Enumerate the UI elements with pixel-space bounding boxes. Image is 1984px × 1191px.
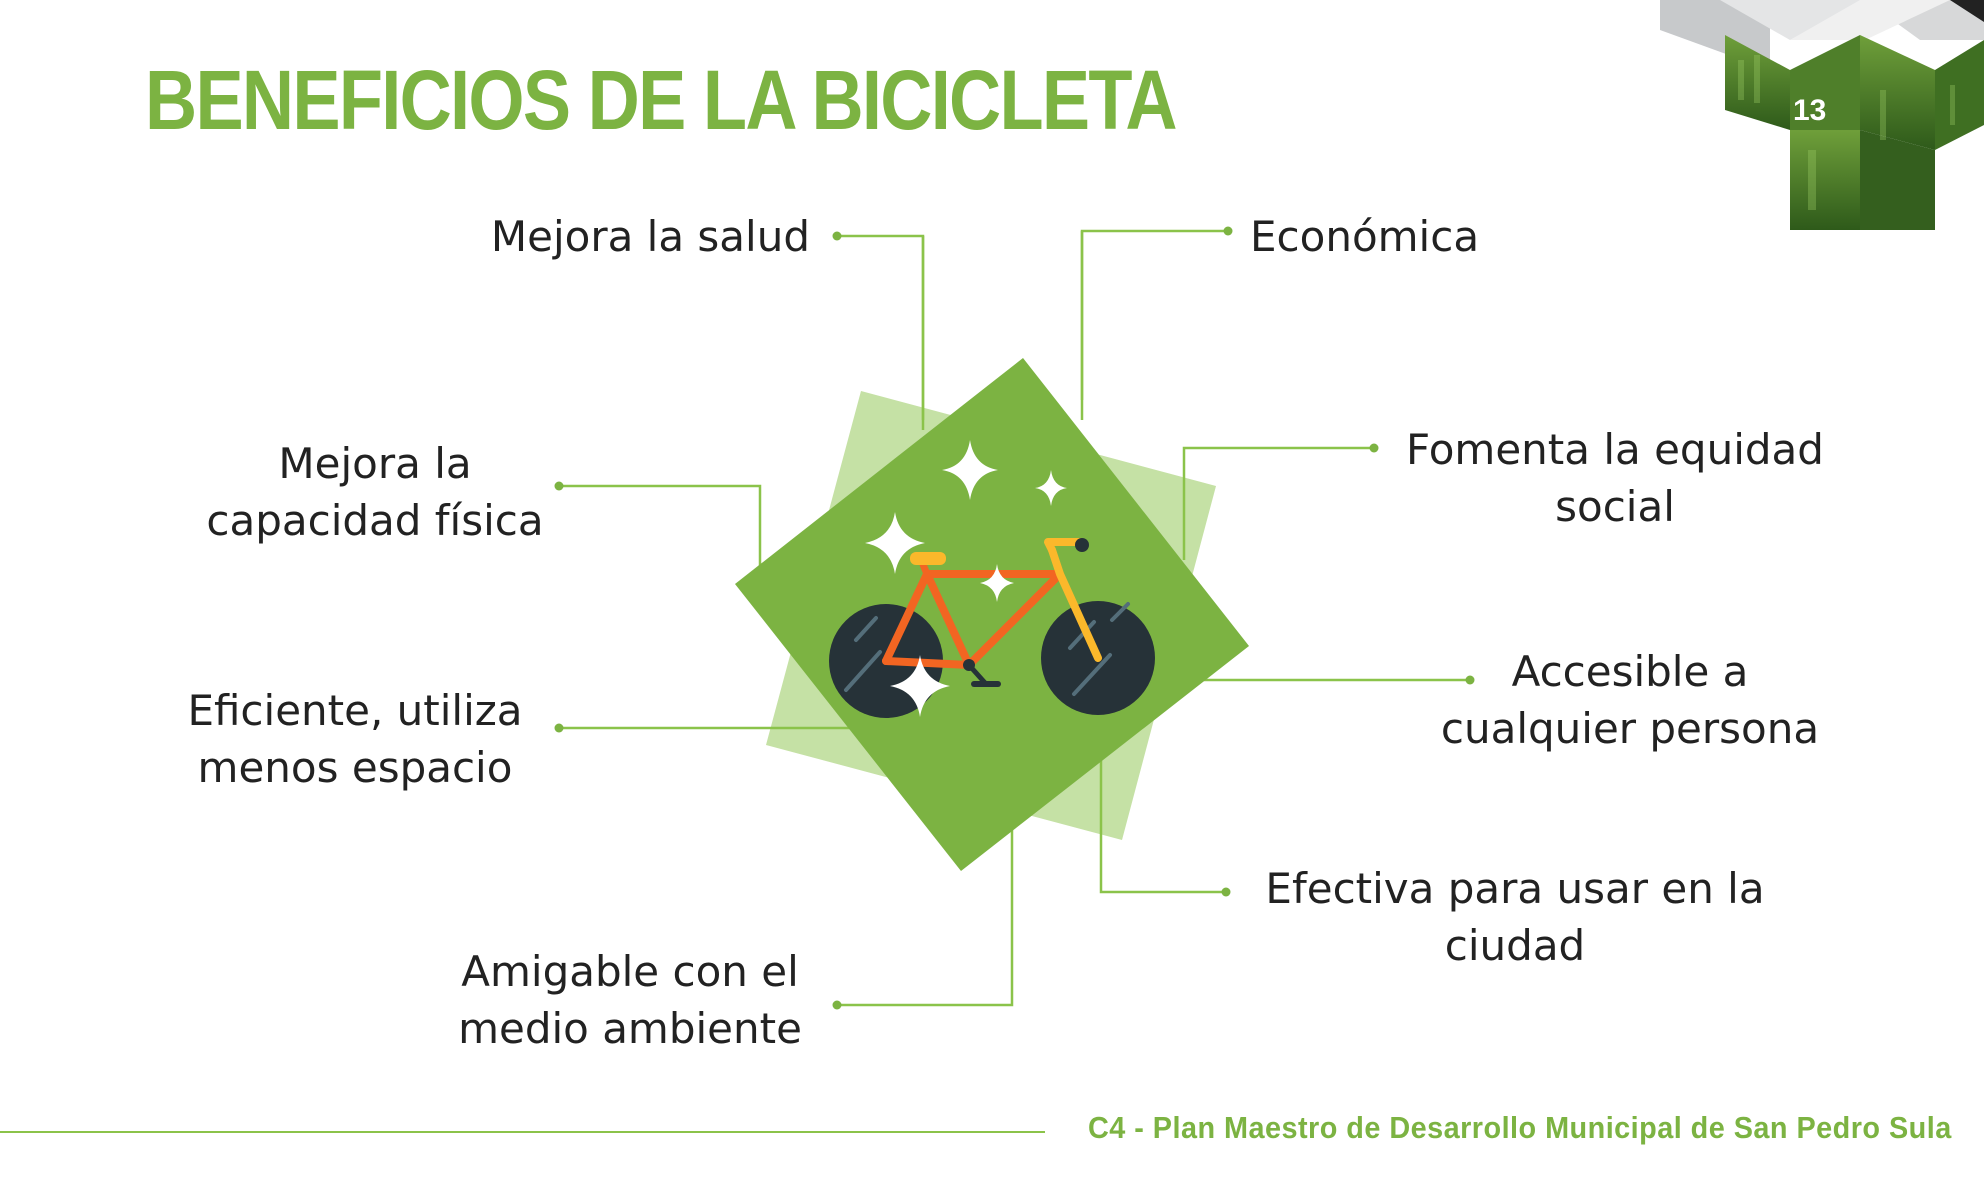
benefit-line: Efectiva para usar en la — [1265, 864, 1765, 913]
benefit-line: capacidad física — [206, 496, 544, 545]
sparkle-icon — [980, 564, 1014, 602]
benefit-line: Económica — [1250, 212, 1480, 261]
benefit-line: social — [1555, 482, 1675, 531]
benefit-amigable: Amigable con el medio ambiente — [440, 943, 820, 1057]
benefit-eficiente: Eficiente, utiliza menos espacio — [170, 682, 540, 796]
benefit-capacidad-fisica: Mejora la capacidad física — [190, 435, 560, 549]
sparkle-icon — [890, 655, 950, 717]
footer-text: C4 - Plan Maestro de Desarrollo Municipa… — [1088, 1110, 1952, 1145]
bike-seat — [910, 552, 946, 565]
benefit-line: Eficiente, utiliza — [187, 686, 523, 735]
corner-decoration — [1660, 0, 1984, 230]
front-green-square — [735, 358, 1249, 871]
benefit-line: Mejora la — [278, 439, 472, 488]
benefit-line: ciudad — [1444, 921, 1586, 970]
connector-capacidad — [559, 484, 762, 568]
sparkle-icon — [942, 440, 998, 500]
benefit-efectiva: Efectiva para usar en la ciudad — [1240, 860, 1790, 974]
benefit-line: Fomenta la equidad — [1406, 425, 1824, 474]
footer-divider — [0, 1131, 1045, 1133]
benefit-line: Accesible a — [1511, 647, 1749, 696]
benefit-line: Mejora la salud — [490, 212, 810, 261]
benefit-line: menos espacio — [197, 743, 513, 792]
benefit-line: Amigable con el — [461, 947, 799, 996]
benefit-accesible: Accesible a cualquier persona — [1410, 643, 1850, 757]
connector-economica — [1080, 229, 1228, 420]
connector-amigable — [837, 830, 1014, 1007]
bike-handlebar — [1044, 538, 1084, 554]
page-number: 13 — [1793, 94, 1827, 127]
connector-equidad — [1182, 446, 1374, 560]
sparkle-icon — [865, 512, 925, 574]
benefit-mejora-salud: Mejora la salud — [491, 208, 810, 265]
sparkle-icon — [1035, 470, 1067, 506]
benefit-economica: Económica — [1250, 208, 1479, 265]
benefit-equidad-social: Fomenta la equidad social — [1380, 421, 1850, 535]
connector-dots — [554, 226, 1475, 1010]
bike-fork — [1048, 546, 1102, 662]
benefit-line: medio ambiente — [458, 1004, 802, 1053]
connector-efectiva — [1099, 760, 1226, 894]
page-title: BENEFICIOS DE LA BICICLETA — [145, 53, 1178, 147]
benefit-line: cualquier persona — [1440, 704, 1820, 753]
